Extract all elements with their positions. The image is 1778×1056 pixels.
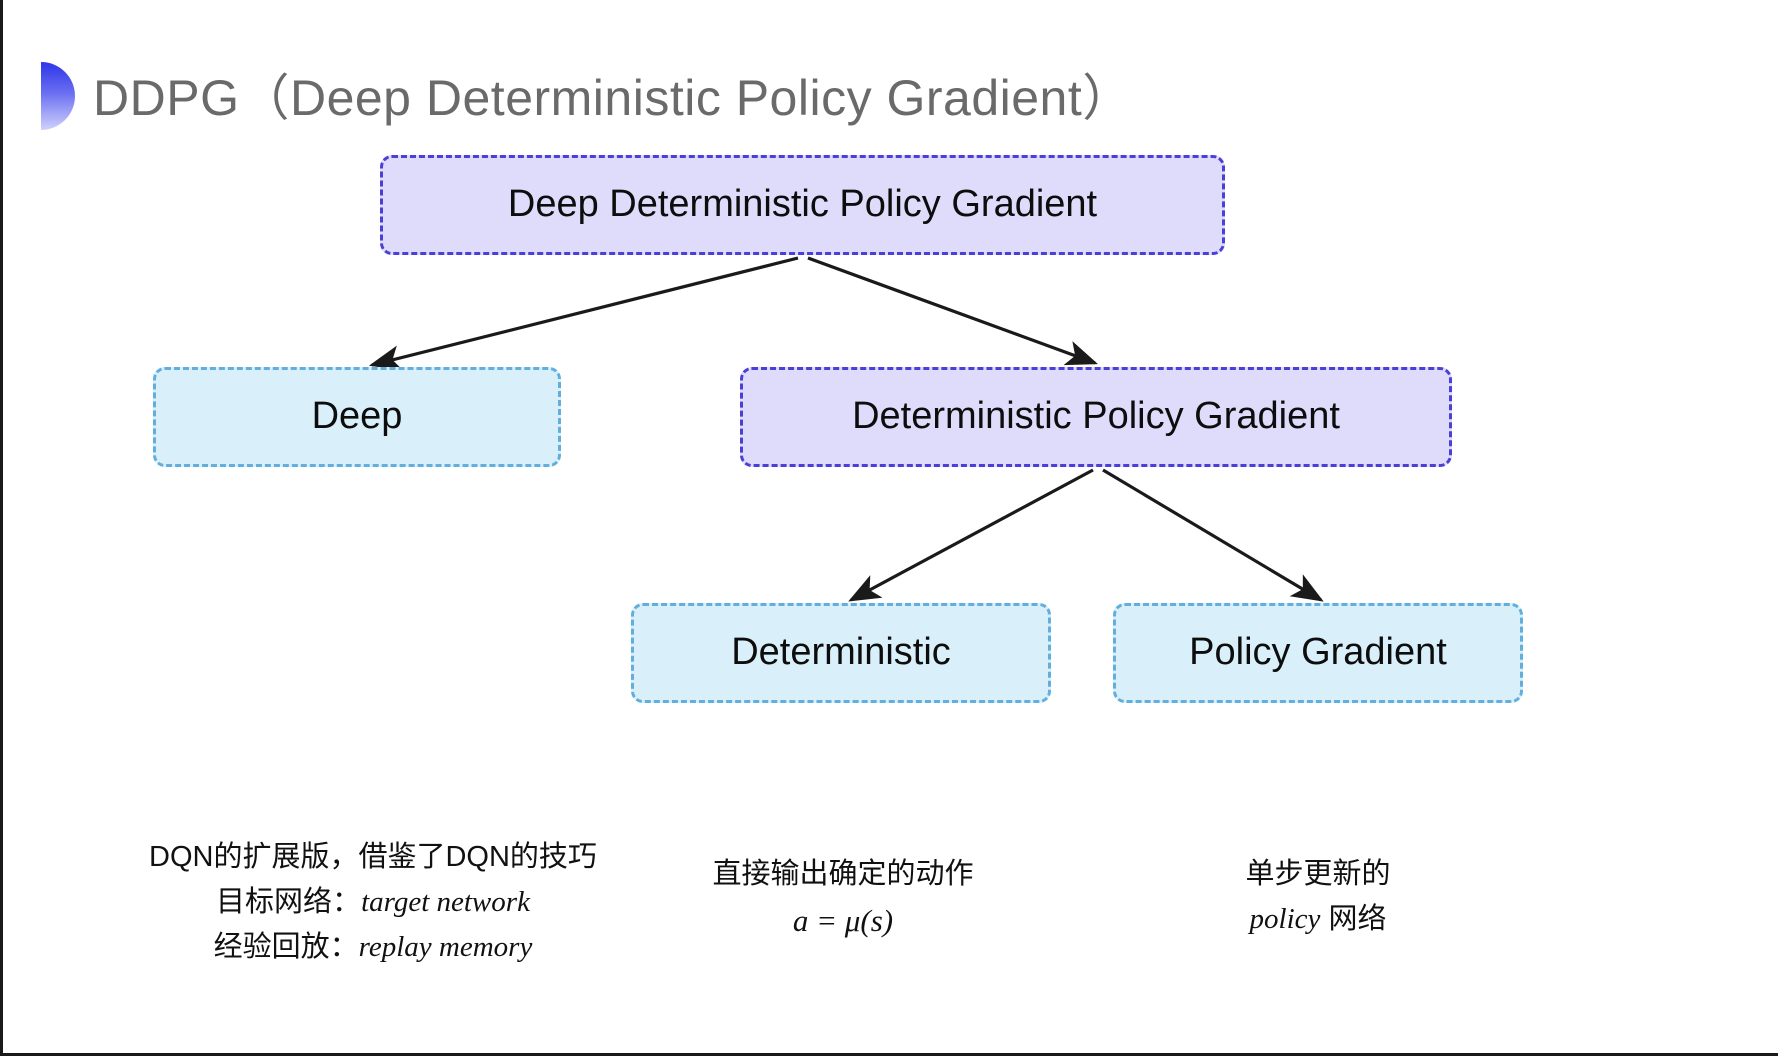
edge-root-to-deep — [368, 256, 799, 371]
node-deep-deterministic-policy-gradient[interactable]: Deep Deterministic Policy Gradient — [380, 155, 1225, 255]
edge-dpg-to-deterministic — [848, 468, 1094, 602]
caption-deterministic-formula: a = μ(s) — [792, 902, 894, 938]
page-title: DDPG（Deep Deterministic Policy Gradient） — [93, 70, 1133, 126]
caption-deep-line3: 经验回放：replay memory — [103, 925, 643, 970]
node-deterministic-policy-gradient[interactable]: Deterministic Policy Gradient — [740, 367, 1452, 467]
caption-deterministic-line1: 直接输出确定的动作 — [712, 858, 974, 890]
caption-deep-line2: 目标网络：target network — [103, 880, 643, 925]
edge-root-to-dpg — [807, 256, 1099, 366]
caption-deep-line3-term: replay memory — [358, 930, 533, 963]
caption-deterministic: 直接输出确定的动作 a = μ(s) — [663, 852, 1023, 945]
caption-deep: DQN的扩展版，借鉴了DQN的技巧 目标网络：target network 经验… — [103, 835, 643, 970]
edge-dpg-to-policy-gradient — [1102, 468, 1324, 602]
caption-policy-gradient-term: policy — [1249, 902, 1321, 935]
caption-policy-gradient-line2: policy 网络 — [1148, 897, 1488, 942]
caption-deep-line3-label: 经验回放： — [213, 930, 359, 963]
node-deep[interactable]: Deep — [153, 367, 561, 467]
caption-deep-line2-label: 目标网络： — [216, 885, 362, 918]
caption-policy-gradient-line1: 单步更新的 — [1245, 858, 1391, 890]
caption-policy-gradient-suffix: 网络 — [1320, 902, 1387, 935]
node-policy-gradient[interactable]: Policy Gradient — [1113, 603, 1523, 703]
half-circle-bullet-icon — [41, 62, 75, 130]
node-deterministic[interactable]: Deterministic — [631, 603, 1051, 703]
caption-deep-line2-term: target network — [361, 885, 530, 918]
caption-deep-line1: DQN的扩展版，借鉴了DQN的技巧 — [149, 841, 597, 873]
caption-policy-gradient: 单步更新的 policy 网络 — [1148, 852, 1488, 942]
